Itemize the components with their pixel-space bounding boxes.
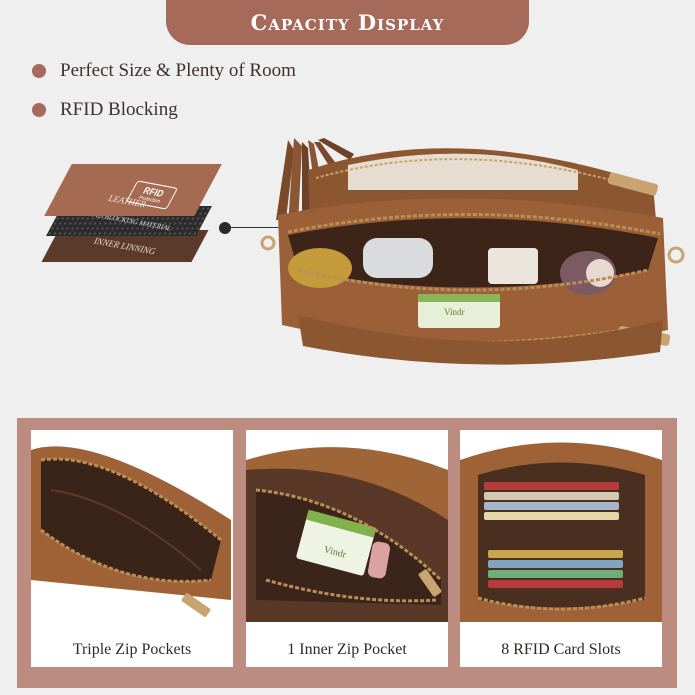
detail-card-rfid-slots: 8 RFID Card Slots: [460, 430, 662, 667]
callout-dot: [219, 222, 231, 234]
detail-panel: Triple Zip Pockets Vindr 1 Inner Zip Poc…: [17, 418, 677, 688]
feature-bullet-size: Perfect Size & Plenty of Room: [32, 60, 296, 82]
callout-line: [231, 227, 293, 228]
detail-card-triple-zip: Triple Zip Pockets: [31, 430, 233, 667]
detail-card-inner-zip: Vindr 1 Inner Zip Pocket: [246, 430, 448, 667]
bullet-dot-icon: [32, 64, 46, 78]
rfid-slots-photo: [460, 430, 662, 622]
inner-zip-photo: Vindr: [246, 430, 448, 622]
card-caption: 8 RFID Card Slots: [501, 641, 621, 658]
rfid-layers-diagram: INNER LINNING RFID BLOCKING MATERIAL LEA…: [28, 160, 223, 300]
header-banner: Capacity Display: [166, 0, 529, 45]
page-title: Capacity Display: [250, 10, 445, 35]
card-caption: Triple Zip Pockets: [72, 641, 192, 658]
triple-zip-photo: [31, 430, 233, 622]
feature-bullet-rfid: RFID Blocking: [32, 99, 178, 121]
feature-text: Perfect Size & Plenty of Room: [60, 60, 296, 81]
bullet-dot-icon: [32, 103, 46, 117]
feature-text: RFID Blocking: [60, 99, 178, 120]
card-caption: 1 Inner Zip Pocket: [287, 641, 407, 658]
inner-lining-label: INNER LINNING: [92, 235, 158, 257]
svg-text:Vindr: Vindr: [444, 307, 464, 317]
main-bag-image: Vindr: [260, 138, 685, 365]
